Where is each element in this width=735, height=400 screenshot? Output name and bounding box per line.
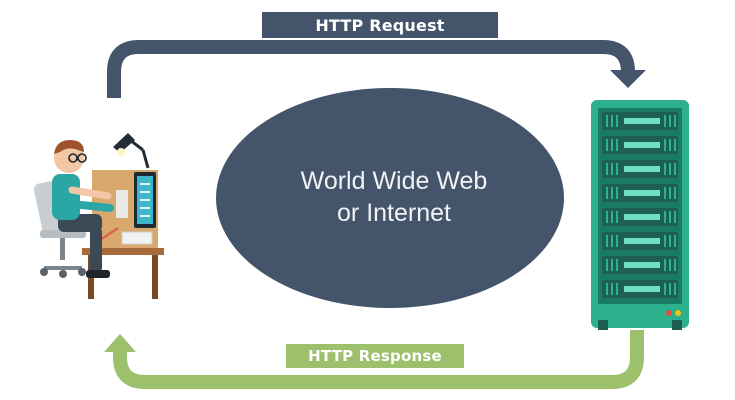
- response-arrow: [104, 330, 644, 389]
- desk-top-icon: [82, 248, 164, 255]
- request-arrow: [107, 40, 646, 98]
- server-unit: [602, 280, 678, 298]
- http-request-label: HTTP Request: [262, 12, 498, 38]
- internet-label-line1: World Wide Web: [300, 167, 488, 195]
- keyboard-icon: [116, 190, 128, 218]
- internet-label: World Wide Web or Internet: [230, 165, 558, 229]
- server-unit: [602, 208, 678, 226]
- http-response-label: HTTP Response: [286, 344, 464, 368]
- server-units: [602, 112, 678, 298]
- paper-icon: [121, 231, 153, 245]
- desk-lamp-icon: [113, 133, 150, 169]
- server-unit: [602, 184, 678, 202]
- server-unit: [602, 136, 678, 154]
- person-icon: [52, 140, 114, 278]
- server-unit: [602, 112, 678, 130]
- server-rack-icon: [591, 100, 689, 330]
- internet-ellipse: [216, 88, 564, 308]
- server-unit: [602, 256, 678, 274]
- monitor-icon: [134, 172, 156, 228]
- status-light-icon: [666, 310, 672, 316]
- pen-icon: [99, 227, 119, 241]
- server-unit: [602, 232, 678, 250]
- power-light-icon: [675, 310, 681, 316]
- internet-label-line2: or Internet: [337, 199, 451, 227]
- server-unit: [602, 160, 678, 178]
- client-user-illustration: [33, 133, 164, 299]
